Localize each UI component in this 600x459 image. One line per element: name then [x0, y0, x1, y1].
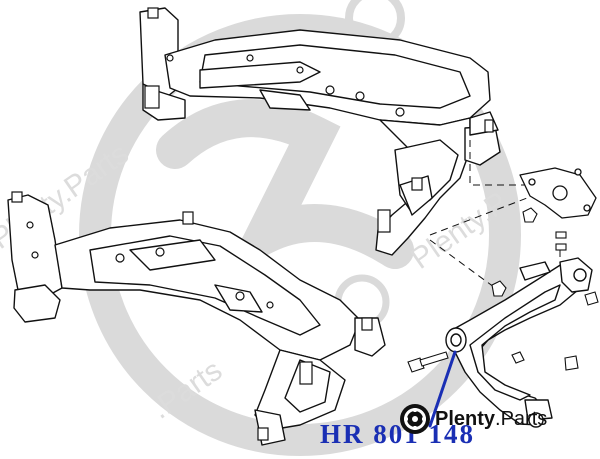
- brand-name: Plenty.Parts: [435, 408, 547, 431]
- brand-name-suffix: .Parts: [495, 407, 548, 430]
- lower-control-arm: [451, 257, 593, 428]
- part-number-label: HR 801 148: [320, 419, 475, 449]
- brand-name-strong: Plenty: [435, 407, 496, 430]
- fasteners: [407, 207, 599, 373]
- lower-subframe: [7, 194, 386, 446]
- upper-subframe: [139, 7, 501, 256]
- lower-subframe-mounts: [11, 191, 373, 441]
- upper-bracket: [519, 167, 597, 219]
- callout-leader-line: [428, 350, 457, 428]
- gear-logo-icon: [400, 404, 430, 434]
- control-arm-front-bushing: [445, 327, 467, 353]
- brand-logo: Plenty.Parts: [398, 402, 547, 436]
- upper-subframe-mounts: [144, 7, 494, 233]
